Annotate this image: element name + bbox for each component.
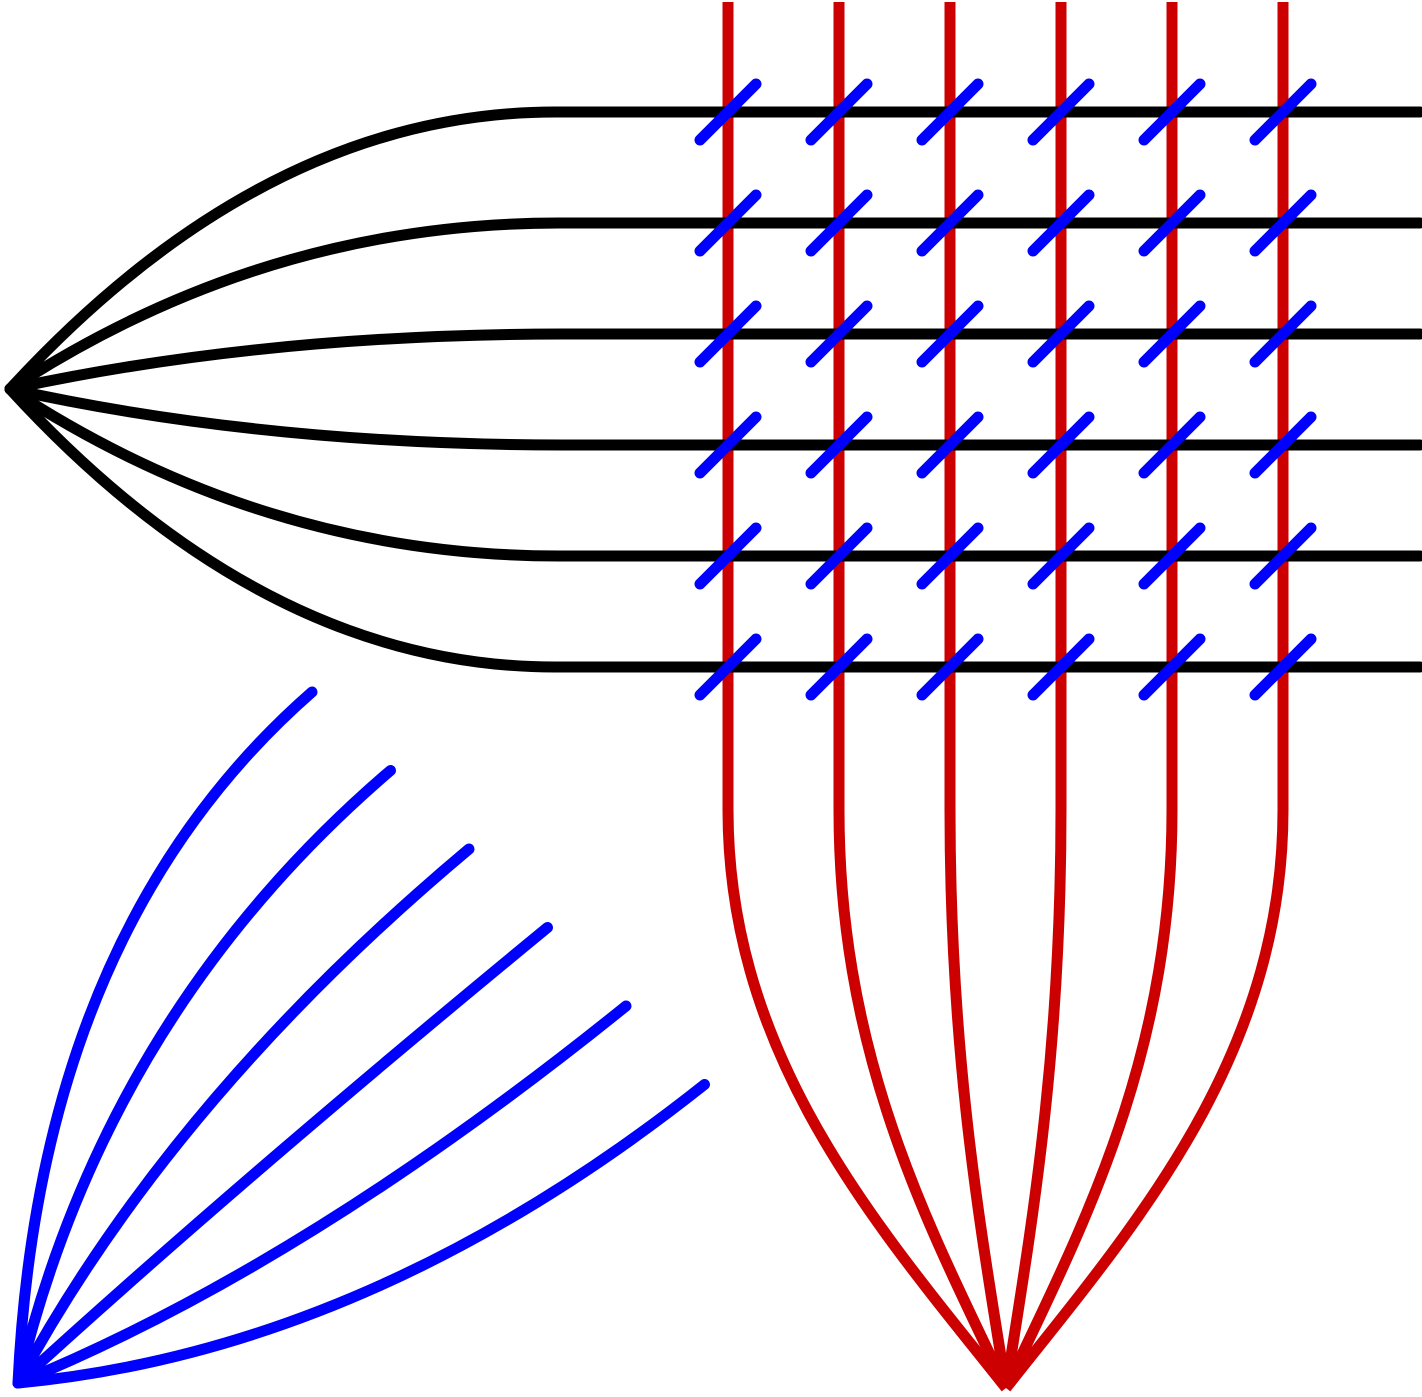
- crossing-mark: [1027, 522, 1095, 590]
- fan-strand: [12, 1000, 632, 1389]
- fan-strand: [12, 765, 396, 1389]
- crossing-mark: [805, 78, 873, 146]
- crossing-mark: [916, 522, 984, 590]
- vertical-strand: [1001, 2, 1178, 1391]
- horizontal-strand: [4, 217, 1422, 395]
- crossing-mark: [916, 411, 984, 479]
- crossing-mark: [1027, 300, 1095, 368]
- crossing-mark: [1138, 189, 1206, 257]
- crossing-mark: [694, 633, 762, 701]
- crossing-mark: [1249, 189, 1317, 257]
- vertical-strand: [722, 2, 1011, 1392]
- crossing-mark: [916, 300, 984, 368]
- crossing-mark: [805, 633, 873, 701]
- horizontal-strand: [4, 106, 1422, 395]
- fan-strand: [12, 686, 318, 1389]
- crossing-mark: [1027, 411, 1095, 479]
- crossing-mark: [1249, 300, 1317, 368]
- crossing-mark: [694, 522, 762, 590]
- horizontal-strand-group: [4, 106, 1422, 673]
- vertical-strand: [1001, 2, 1289, 1392]
- vertical-strand: [944, 2, 1012, 1389]
- crossing-mark: [1249, 411, 1317, 479]
- crossing-mark: [1138, 522, 1206, 590]
- horizontal-strand: [4, 383, 1422, 562]
- crossing-mark: [1138, 78, 1206, 146]
- fan-strand: [12, 922, 553, 1389]
- vertical-strand: [1000, 2, 1067, 1389]
- crossing-mark: [916, 633, 984, 701]
- horizontal-strand: [4, 328, 1422, 395]
- crossing-mark: [694, 411, 762, 479]
- crossing-mark: [1249, 78, 1317, 146]
- crossing-mark: [805, 522, 873, 590]
- fan-strand: [12, 1079, 710, 1389]
- crossing-mark: [805, 189, 873, 257]
- crossing-mark: [1138, 633, 1206, 701]
- crossing-mark: [694, 189, 762, 257]
- crossing-mark: [1027, 189, 1095, 257]
- vertical-strand-group: [722, 2, 1289, 1392]
- crossing-mark: [694, 300, 762, 368]
- crossing-mark: [1249, 633, 1317, 701]
- crossing-mark: [1027, 633, 1095, 701]
- crossing-mark: [1138, 300, 1206, 368]
- crossing-mark: [1138, 411, 1206, 479]
- horizontal-strand: [4, 383, 1422, 673]
- crossing-mark: [1027, 78, 1095, 146]
- horizontal-strand: [4, 383, 1422, 451]
- fan-strand: [12, 843, 475, 1389]
- crossing-mark: [805, 300, 873, 368]
- crossing-mark: [1249, 522, 1317, 590]
- crossing-mark: [916, 78, 984, 146]
- fan-strand-group: [12, 686, 710, 1389]
- crossing-mark: [916, 189, 984, 257]
- crossing-mark-group: [694, 78, 1317, 701]
- crossing-mark: [805, 411, 873, 479]
- vertical-strand: [833, 2, 1011, 1391]
- crossing-mark: [694, 78, 762, 146]
